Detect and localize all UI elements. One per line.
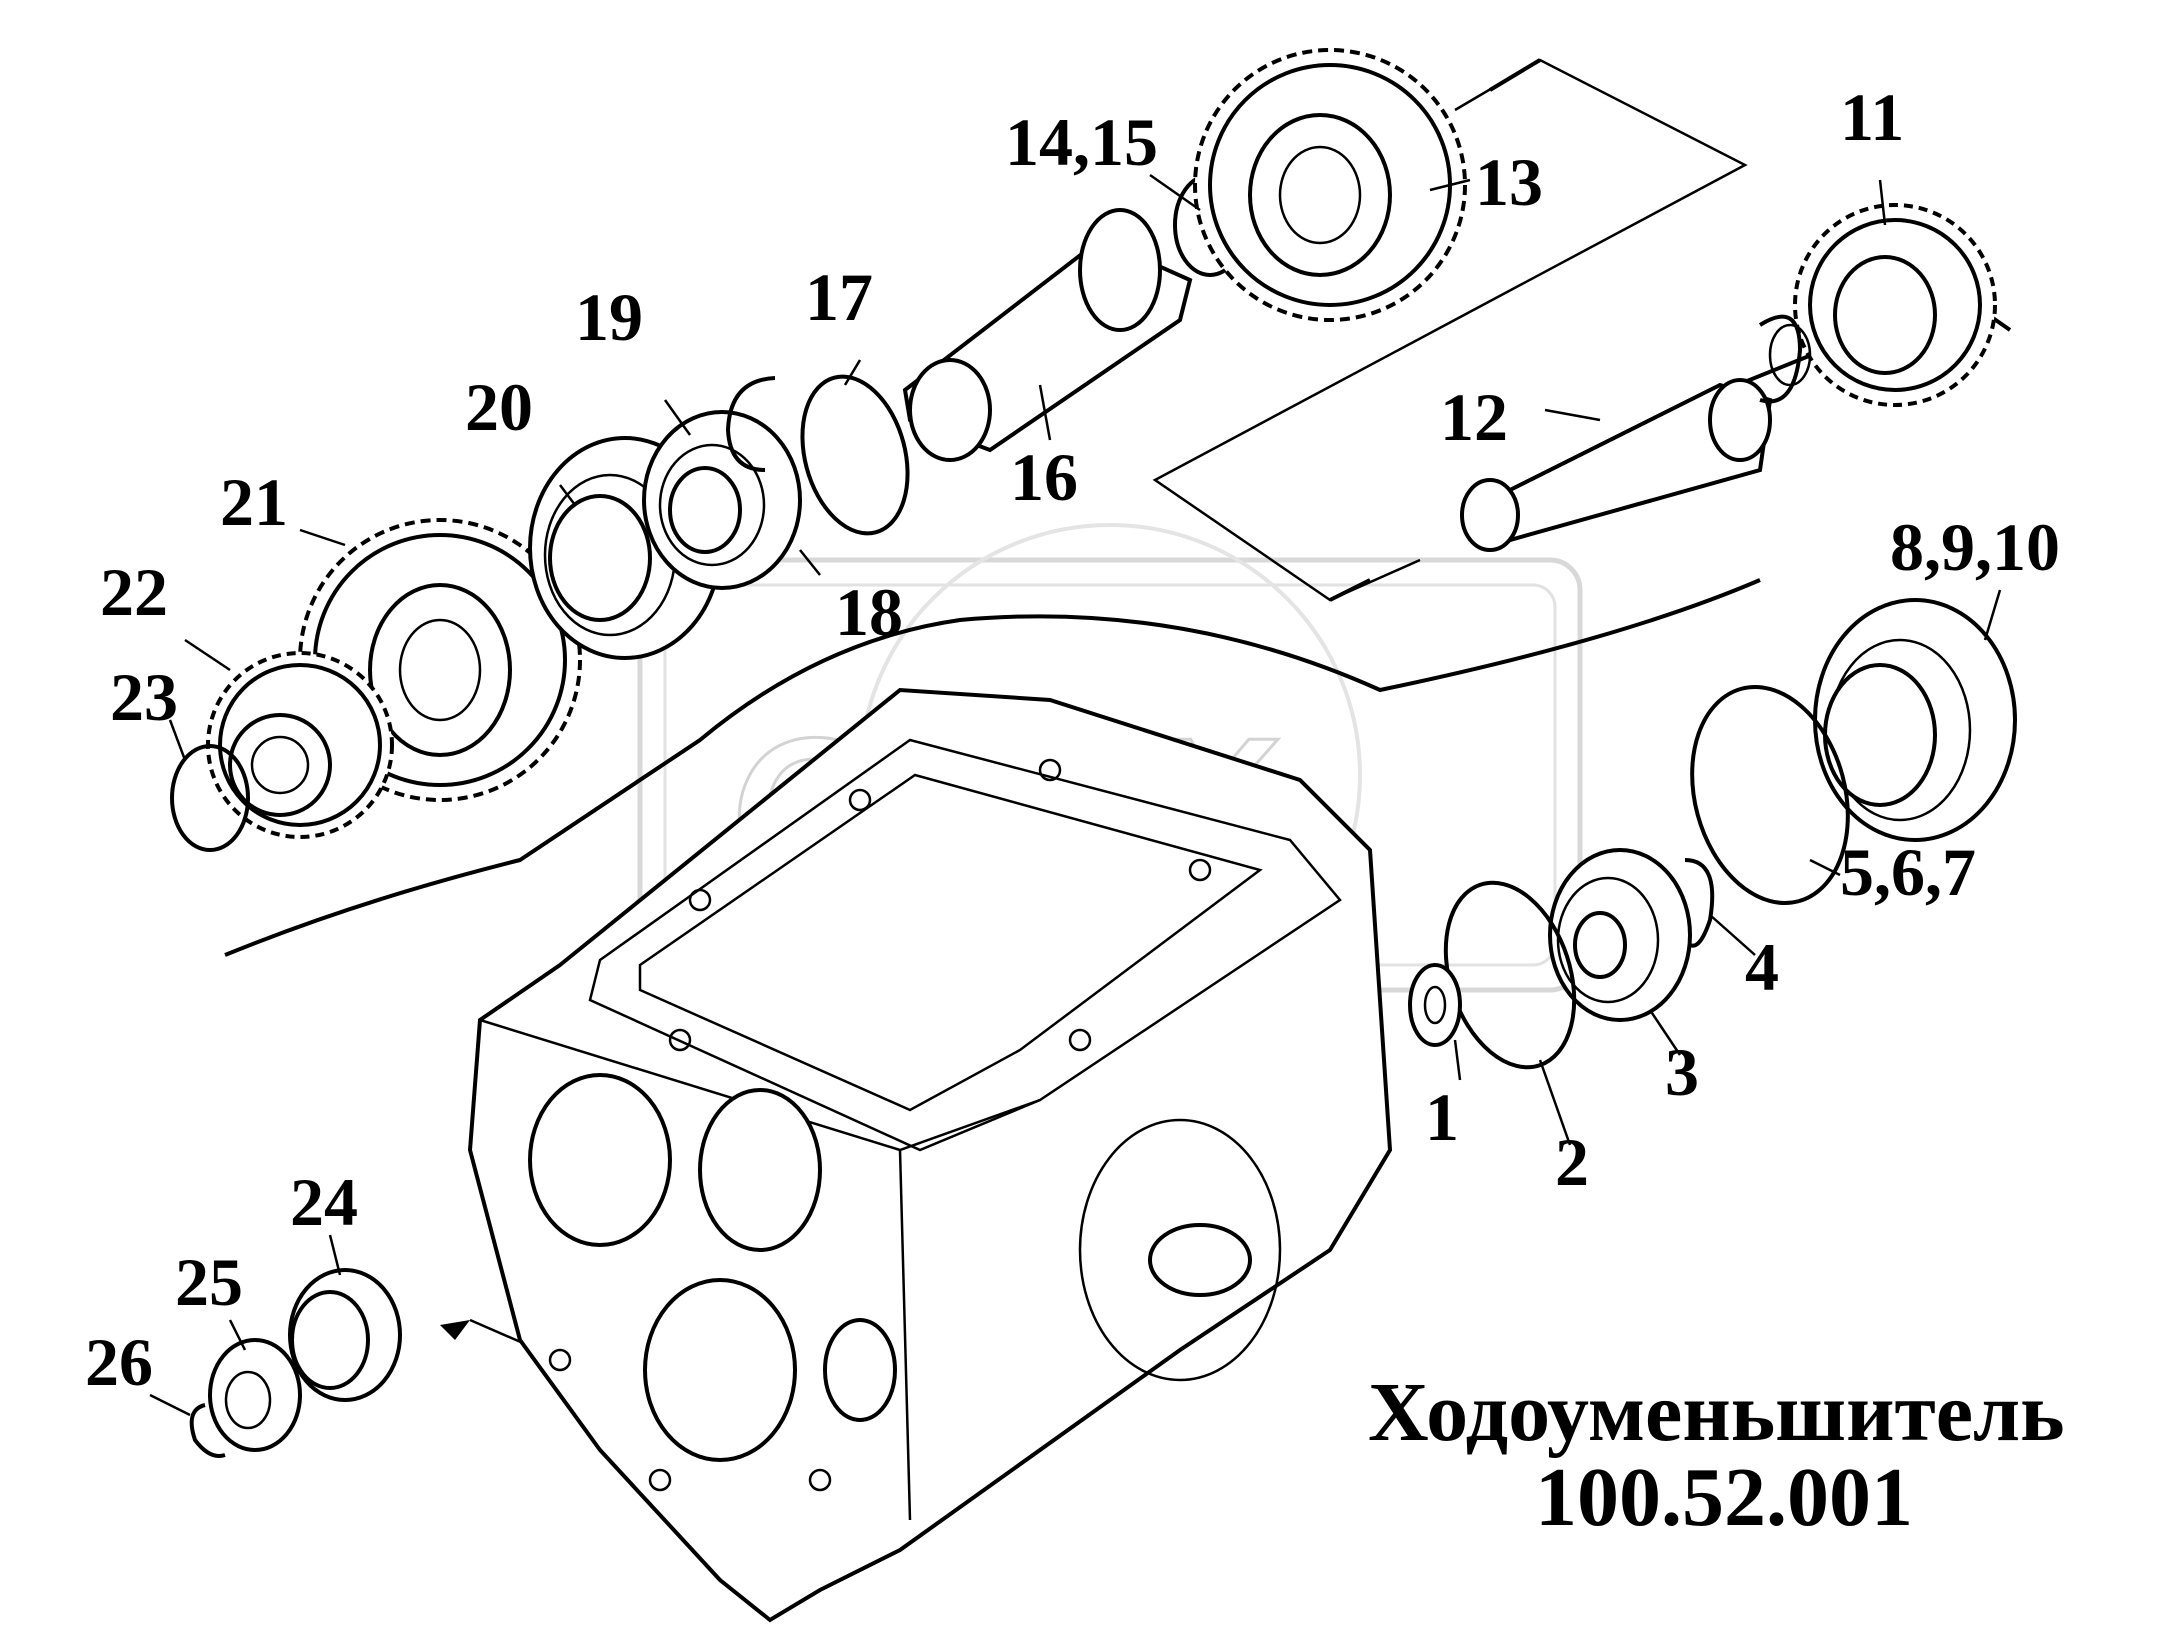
label-19: 19 xyxy=(575,279,643,355)
circlip-26 xyxy=(189,1403,226,1458)
label-11: 11 xyxy=(1840,79,1904,155)
label-13: 13 xyxy=(1475,144,1543,220)
label-23: 23 xyxy=(110,659,178,735)
gear-22 xyxy=(206,651,394,839)
snap-ring-12 xyxy=(1758,314,1803,404)
label-12: 12 xyxy=(1440,379,1508,455)
drawing-title: Ходоуменьшитель 100.52.001 xyxy=(1368,1366,2065,1544)
title-number: 100.52.001 xyxy=(1535,1451,1913,1544)
circlip-23 xyxy=(170,744,250,852)
gear-13 xyxy=(1193,48,1467,322)
shaft-12 xyxy=(1460,323,1812,552)
label-2: 2 xyxy=(1555,1124,1589,1200)
label-14-15: 14,15 xyxy=(1005,104,1158,180)
label-17: 17 xyxy=(805,259,873,335)
bearing-3 xyxy=(1548,848,1692,1022)
label-24: 24 xyxy=(290,1164,358,1240)
label-8-9-10: 8,9,10 xyxy=(1890,509,2060,585)
bearing-24 xyxy=(288,1268,402,1402)
label-16: 16 xyxy=(1010,439,1078,515)
label-5-6-7: 5,6,7 xyxy=(1840,834,1976,910)
label-1: 1 xyxy=(1425,1079,1459,1155)
bearing-25 xyxy=(208,1338,302,1452)
shaft-16 xyxy=(902,173,1247,462)
circlip-4 xyxy=(1684,858,1715,948)
label-22: 22 xyxy=(100,554,168,630)
label-26: 26 xyxy=(85,1324,153,1400)
label-20: 20 xyxy=(465,369,533,445)
gearbox-housing xyxy=(467,687,1393,1623)
label-3: 3 xyxy=(1665,1034,1699,1110)
label-18: 18 xyxy=(835,574,903,650)
ring-18 xyxy=(725,376,776,472)
snap-ring-17 xyxy=(800,374,910,536)
label-4: 4 xyxy=(1745,929,1779,1005)
part-labels: 1 2 3 4 5,6,7 8,9,10 11 12 13 14,15 16 1… xyxy=(85,79,2060,1400)
title-name: Ходоуменьшитель xyxy=(1368,1366,2065,1459)
gear-11 xyxy=(1793,203,1997,407)
label-21: 21 xyxy=(220,464,288,540)
bearing-19 xyxy=(642,410,802,590)
washer-1 xyxy=(1408,963,1462,1047)
label-25: 25 xyxy=(175,1244,243,1320)
o-ring-5-6-7 xyxy=(1690,684,1850,906)
cover-8-9-10 xyxy=(1813,598,2017,842)
leader-lines xyxy=(149,173,2002,1417)
